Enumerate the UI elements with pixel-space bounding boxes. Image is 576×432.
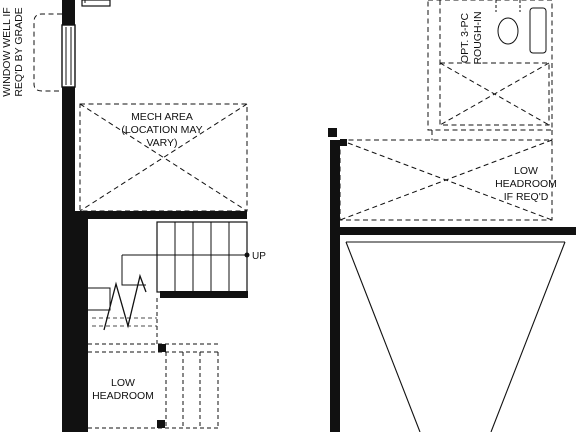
mech-area-box xyxy=(79,103,248,212)
post-left-2 xyxy=(157,420,165,428)
walls xyxy=(62,0,576,432)
label-window-well-2: REQ'D BY GRADE xyxy=(13,7,25,96)
label-mech-1: MECH AREA xyxy=(131,111,193,123)
mech-area xyxy=(79,103,248,212)
label-low-headroom-right-2: HEADROOM xyxy=(495,178,557,190)
wall-stair-bottom xyxy=(160,291,248,298)
wall-mech-bottom xyxy=(75,211,247,219)
window-frame xyxy=(61,24,76,88)
wall-stair-left xyxy=(75,219,88,432)
post-small xyxy=(340,139,347,146)
label-window-well-1: WINDOW WELL IF xyxy=(1,7,13,96)
plan-labels: WINDOW WELL IF REQ'D BY GRADE MECH AREA … xyxy=(1,7,557,402)
label-rough-in-1: OPT. 3-PC xyxy=(459,12,471,63)
wall-garage-top xyxy=(340,227,576,235)
label-low-headroom-left-2: HEADROOM xyxy=(92,390,154,402)
wall-center-column xyxy=(330,140,340,432)
toilet-tank-icon xyxy=(529,7,547,54)
stair-landing xyxy=(88,287,111,311)
stair-railing xyxy=(121,255,146,286)
vanity-outline xyxy=(495,0,521,12)
label-low-headroom-right-3: IF REQ'D xyxy=(504,191,549,203)
post-left-1 xyxy=(158,344,166,352)
garage-area xyxy=(345,241,566,432)
stair-run-outline xyxy=(156,221,248,293)
window-well xyxy=(33,0,111,92)
stairs xyxy=(88,221,250,344)
low-headroom-right-area xyxy=(339,130,553,221)
toilet-bowl-icon xyxy=(497,17,519,45)
top-fixture xyxy=(81,0,111,7)
label-low-headroom-left-1: LOW xyxy=(111,377,135,389)
rough-in-inner xyxy=(439,62,550,126)
rough-in-area xyxy=(427,0,553,131)
rough-in-outer xyxy=(427,0,553,131)
low-headroom-left-area xyxy=(88,343,220,429)
label-rough-in-2: ROUGH-IN xyxy=(472,11,484,64)
label-mech-3: VARY) xyxy=(146,137,177,149)
low-headroom-right-box xyxy=(339,139,553,221)
wall-left-exterior xyxy=(62,0,75,432)
label-up: UP xyxy=(252,251,266,262)
post-top xyxy=(328,128,337,137)
up-arrow-dot xyxy=(244,252,250,258)
label-low-headroom-right-1: LOW xyxy=(514,165,538,177)
window-well-outline xyxy=(33,13,62,92)
label-mech-2: (LOCATION MAY xyxy=(121,124,202,136)
